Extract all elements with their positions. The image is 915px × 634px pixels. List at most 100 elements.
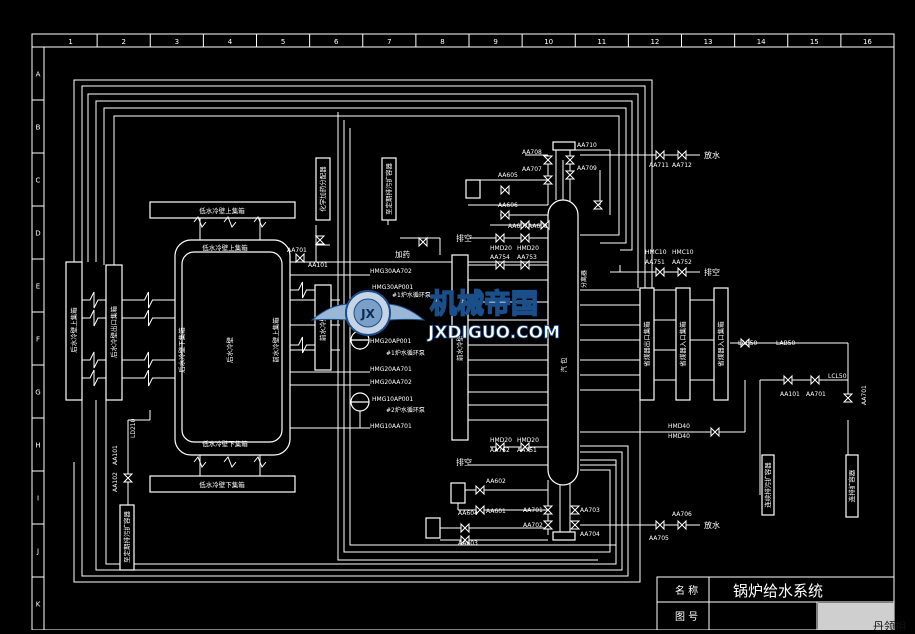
tag-aa754: AA754 (490, 254, 510, 261)
label-furnace-left: 后水冷壁下集箱 (177, 327, 186, 373)
tag-aa702-d: AA702 (523, 522, 543, 529)
row-marker-C: C (36, 177, 41, 185)
label-furnace-center: 后水冷壁 (225, 337, 234, 364)
valve-icon (710, 426, 720, 438)
row-marker-B: B (36, 124, 41, 132)
expansion-joint (223, 456, 237, 468)
valve-icon (500, 209, 510, 221)
column-marker-13: 13 (704, 38, 713, 46)
tag-aa607: AA607 (508, 223, 528, 230)
valve-icon (295, 252, 305, 264)
tag-aa711: AA711 (649, 162, 669, 169)
tag-aa701-d: AA701 (523, 507, 543, 514)
tag-aa701-b: AA701 (806, 391, 826, 398)
tag-hmd20-c: HMD20 (490, 437, 512, 444)
tag-aa603: AA603 (458, 540, 478, 547)
column-marker-9: 9 (493, 38, 497, 46)
tag-aa605: AA605 (498, 172, 518, 179)
tag-sep-label: 分离器 (580, 270, 588, 288)
expansion-joint (82, 309, 106, 327)
tag-hmg30aa702: HMG30AA702 (370, 268, 412, 275)
tag-hmd20-d: HMD20 (517, 437, 539, 444)
watermark-badge: JX (360, 307, 375, 321)
valve-icon (677, 266, 687, 278)
row-marker-F: F (36, 336, 40, 344)
valve-icon (418, 236, 428, 248)
row-marker-K: K (36, 601, 41, 609)
column-marker-7: 7 (387, 38, 391, 46)
tag-lcl50: LCL50 (828, 373, 847, 380)
tag-aa604: AA604 (458, 510, 478, 517)
valve-icon (314, 235, 326, 245)
column-marker-12: 12 (650, 38, 659, 46)
label-left-header-1: 后水冷壁上集箱 (69, 307, 78, 353)
tag-aa101: AA101 (308, 262, 328, 269)
valve-icon (783, 374, 793, 386)
title-drawing-no-label: 图 号 (675, 611, 698, 623)
valve-icon (540, 219, 550, 231)
expansion-joint (122, 291, 175, 309)
tag-hmd40: HMD40 (668, 423, 690, 430)
tag-jiayao: 加药 (395, 249, 410, 259)
tag-hmg10aa701: HMG10AA701 (370, 423, 412, 430)
tag-aa751-b: AA751 (517, 447, 537, 454)
valve-icon (810, 374, 820, 386)
tag-fangshui2: 放水 (704, 520, 720, 530)
column-marker-6: 6 (334, 38, 339, 46)
label-lower-header-a: 低水冷壁下集箱 (202, 439, 248, 448)
tag-hmd20-a: HMD20 (490, 245, 512, 252)
label-furnace-right: 前水冷壁上集箱 (271, 317, 280, 363)
column-marker-4: 4 (228, 38, 233, 46)
column-marker-1: 1 (68, 38, 72, 46)
valve-icon (542, 175, 554, 185)
row-marker-J: J (36, 548, 39, 556)
tag-hmg20ap001: HMG20AP001 (370, 338, 411, 345)
expansion-joint (82, 291, 106, 309)
tag-hmg20aa702: HMG20AA702 (370, 379, 412, 386)
expansion-joint (290, 281, 315, 299)
valve-icon (740, 337, 750, 349)
valve-icon (495, 232, 505, 244)
label-vert-box-b: 至定期排污扩容器 (384, 163, 393, 216)
row-marker-E: E (36, 283, 40, 291)
label-mid-box-2: 前水冷壁 (455, 335, 464, 362)
column-marker-5: 5 (281, 38, 285, 46)
title-name-label: 名 称 (675, 584, 698, 597)
tag-pump-lbl2: #1炉水循环泵 (386, 349, 425, 357)
expansion-joint (82, 351, 106, 369)
label-vert-box-e: 连排扩容器 (847, 469, 856, 502)
valve-icon (460, 534, 470, 546)
valve-icon (569, 505, 581, 515)
column-marker-2: 2 (121, 38, 125, 46)
tag-aa712: AA712 (672, 162, 692, 169)
label-vert-box-c: 至定期排污扩容器 (122, 511, 131, 564)
label-reheater-2: 省煤器入口集箱 (678, 321, 687, 367)
label-mid-box-1: 前水冷壁 (318, 315, 327, 342)
valve-icon (520, 259, 530, 271)
valve-icon (500, 184, 510, 196)
label-upper-header-a: 低水冷壁上集箱 (199, 206, 245, 215)
tag-aa705: AA705 (649, 535, 669, 542)
tag-aa704: AA704 (580, 531, 600, 538)
label-drum: 汽 包 (559, 357, 568, 373)
valve-icon (564, 170, 576, 180)
tag-paikong1: 排空 (456, 233, 472, 243)
watermark-en: JXDIGUO.COM (427, 323, 560, 343)
valve-icon (842, 393, 854, 403)
label-vert-box-a: 化学加药分配器 (318, 166, 327, 212)
tag-aa101-b: AA101 (780, 391, 800, 398)
valve-icon (542, 505, 554, 515)
tag-aa701-top: AA701 (287, 247, 307, 254)
tag-aa703: AA703 (580, 507, 600, 514)
title-corner-text: 丹领相 (873, 620, 906, 630)
label-upper-header-b: 低水冷壁上集箱 (202, 243, 248, 252)
tag-aa608: AA608 (528, 223, 548, 230)
title-name-value: 锅炉给水系统 (733, 582, 823, 600)
column-marker-16: 16 (863, 38, 872, 46)
tag-ld210: LD210 (130, 418, 137, 438)
valve-icon (542, 520, 554, 530)
valve-icon (564, 155, 576, 165)
valve-icon (569, 520, 581, 530)
tag-aa751: AA751 (645, 259, 665, 266)
